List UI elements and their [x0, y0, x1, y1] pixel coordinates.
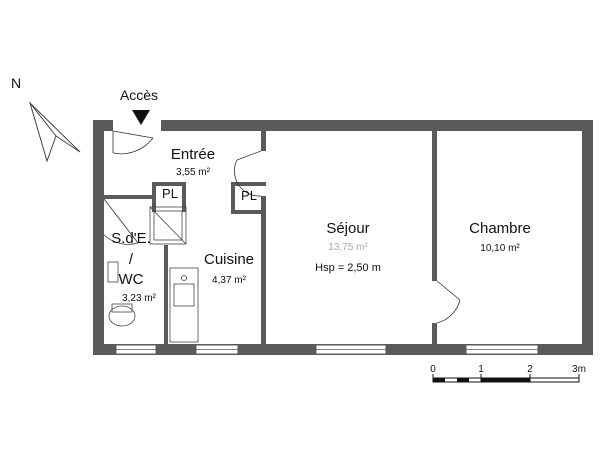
room-sejour-name: Séjour — [326, 220, 370, 237]
pl-label-2: PL — [241, 188, 257, 203]
scale-tick-2: 2 — [527, 364, 533, 375]
scale-tick-1: 1 — [478, 364, 484, 375]
access-arrow-icon — [132, 110, 150, 125]
room-sde-area: 3,23 m² — [122, 293, 156, 304]
scale-tick-3: 3m — [572, 364, 586, 375]
north-label: N — [11, 75, 21, 91]
room-chambre-name: Chambre — [469, 220, 531, 237]
room-cuisine-area: 4,37 m² — [212, 275, 246, 286]
door-swings — [103, 130, 461, 324]
room-entree-area: 3,55 m² — [176, 167, 210, 178]
room-cuisine-name: Cuisine — [203, 251, 255, 268]
interior-walls — [104, 131, 437, 344]
scale-tick-0: 0 — [430, 364, 436, 375]
scale-bar — [432, 374, 580, 383]
room-chambre-area: 10,10 m² — [480, 243, 520, 254]
room-sde-name-line1: S.d'E. — [111, 230, 151, 247]
pl-label-1: PL — [162, 186, 178, 201]
room-entree-name: Entrée — [170, 146, 216, 163]
room-sde-name-line3: WC — [118, 271, 144, 288]
room-sde-name-line2: / — [128, 251, 134, 268]
room-sejour-area: 13,75 m² — [328, 242, 368, 253]
kitchen-counter — [169, 267, 199, 343]
room-sejour-height: Hsp = 2,50 m — [315, 262, 381, 274]
access-label: Accès — [119, 87, 159, 103]
bathroom-fixtures — [107, 206, 187, 327]
north-arrow-icon — [28, 101, 81, 163]
